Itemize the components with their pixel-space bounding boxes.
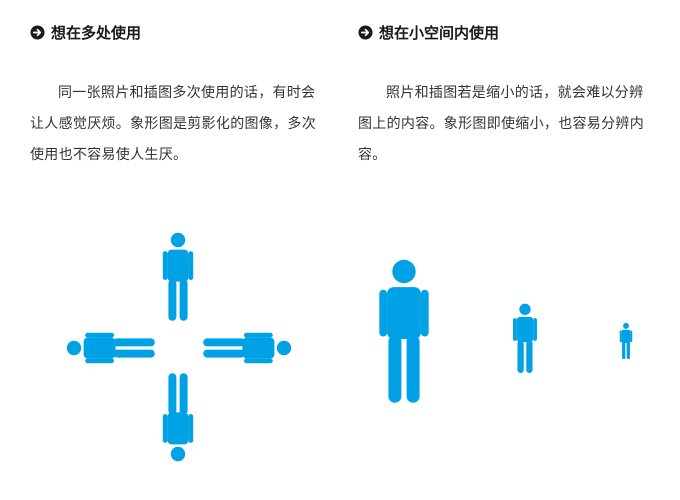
arrow-circle-right-icon xyxy=(358,25,373,40)
section-heading: 想在小空间内使用 xyxy=(358,22,499,43)
arrow-circle-right-icon xyxy=(30,25,45,40)
scaled-pictograms-illustration xyxy=(379,259,633,403)
pictogram-person-medium xyxy=(513,303,537,373)
pictogram-person-bottom xyxy=(162,373,194,462)
rotated-pictograms-illustration xyxy=(66,232,292,462)
section-title: 想在小空间内使用 xyxy=(379,24,500,42)
pictogram-person-small xyxy=(619,322,633,360)
pictogram-person-top xyxy=(162,232,194,321)
pictogram-person-large xyxy=(379,259,429,403)
section-title: 想在多处使用 xyxy=(51,24,142,42)
section-body: 照片和插图若是缩小的话，就会难以分辨图上的内容。象形图即使缩小，也容易分辨内容。 xyxy=(358,85,644,163)
pictogram-person-left xyxy=(66,332,155,364)
section-body: 同一张照片和插图多次使用的话，有时会让人感觉厌烦。象形图是剪影化的图像，多次使用… xyxy=(30,85,316,163)
section-heading: 想在多处使用 xyxy=(30,22,141,43)
pictogram-person-right xyxy=(203,332,292,364)
